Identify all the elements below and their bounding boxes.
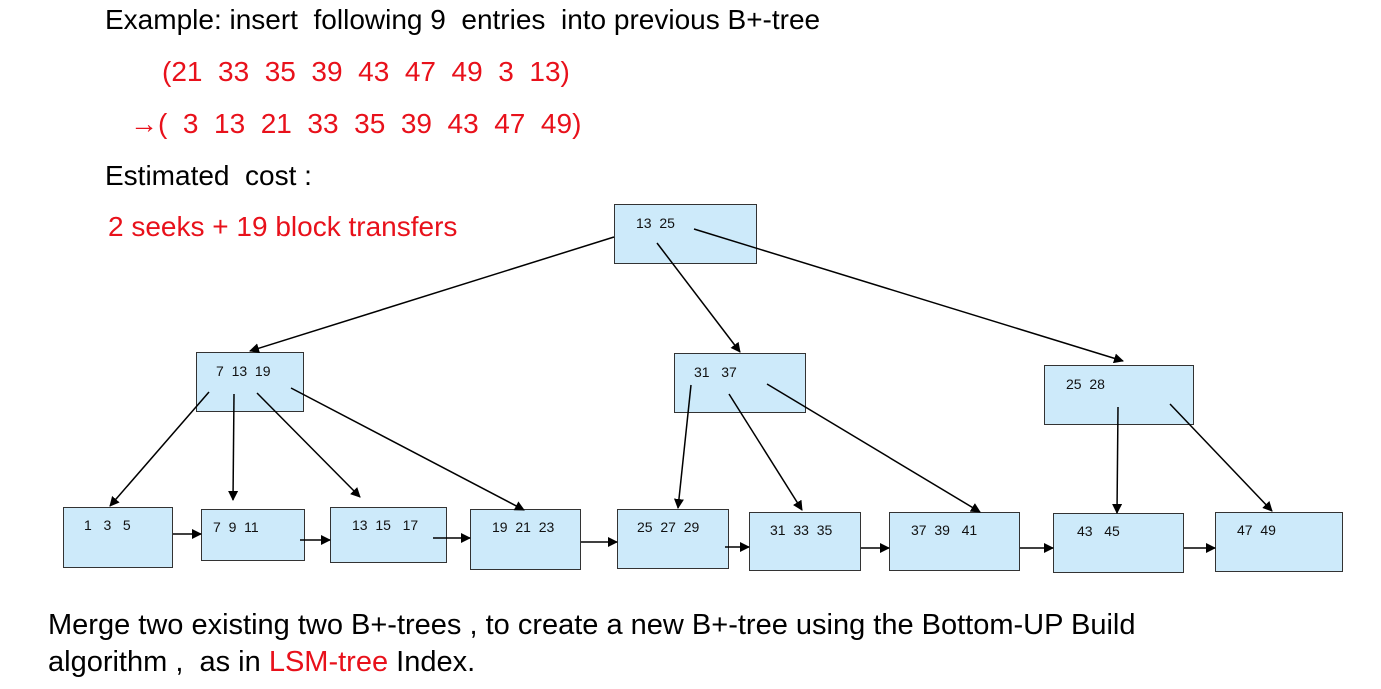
node-keys: 13 15 17 (352, 517, 419, 533)
edge-arrow (109, 391, 210, 507)
leaf-node: 1 3 5 (63, 507, 173, 568)
footer-line-1: Merge two existing two B+-trees , to cre… (48, 609, 1136, 641)
root-node: 13 25 (614, 204, 757, 264)
sorted-list: ( 3 13 21 33 35 39 43 47 49) (158, 108, 582, 139)
node-keys: 19 21 23 (492, 519, 555, 535)
footer-line-2: algorithm , as in LSM-tree Index. (48, 648, 475, 677)
arrow-right-icon: → (130, 108, 158, 139)
node-keys: 31 37 (694, 364, 737, 380)
cost-value: 2 seeks + 19 block transfers (108, 211, 458, 242)
leaf-node: 19 21 23 (470, 509, 581, 570)
leaf-node: 7 9 11 (201, 509, 305, 561)
node-keys: 7 13 19 (216, 363, 271, 379)
entries-list: (21 33 35 39 43 47 49 3 13) (162, 56, 570, 87)
edge-arrow (290, 387, 525, 511)
edge-arrow (693, 228, 1124, 364)
edge-arrow (249, 236, 615, 354)
node-keys: 25 27 29 (637, 519, 700, 535)
leaf-node: 43 45 (1053, 513, 1184, 573)
sorted-entries: →( 3 13 21 33 35 39 43 47 49) (130, 110, 581, 138)
internal-node: 7 13 19 (196, 352, 304, 412)
edge-arrow (1112, 406, 1123, 514)
edge-arrow (673, 384, 692, 509)
cost-label: Estimated cost : (105, 160, 312, 191)
footer-text: algorithm , as in (48, 646, 269, 678)
node-keys: 25 28 (1066, 376, 1105, 392)
edge-arrow (228, 393, 239, 501)
node-keys: 1 3 5 (84, 517, 131, 533)
lsm-tree-highlight: LSM-tree (268, 646, 389, 678)
node-keys: 31 33 35 (770, 522, 833, 538)
edge-arrow (1169, 403, 1273, 512)
edge-arrow (656, 242, 741, 353)
leaf-node: 47 49 (1215, 512, 1343, 572)
node-keys: 7 9 11 (213, 519, 259, 535)
edge-arrow (766, 383, 981, 513)
leaf-node: 31 33 35 (749, 512, 861, 571)
internal-node: 31 37 (674, 353, 806, 413)
internal-node: 25 28 (1044, 365, 1194, 425)
leaf-node: 25 27 29 (617, 509, 729, 569)
leaf-node: 37 39 41 (889, 512, 1020, 571)
node-keys: 43 45 (1077, 523, 1120, 539)
leaf-node: 13 15 17 (330, 507, 447, 563)
edge-arrow (256, 392, 361, 498)
heading: Example: insert following 9 entries into… (105, 4, 821, 35)
node-keys: 13 25 (636, 215, 675, 231)
node-keys: 47 49 (1237, 522, 1276, 538)
edge-arrow (728, 393, 803, 511)
node-keys: 37 39 41 (911, 522, 978, 538)
footer-text: Index. (388, 646, 476, 678)
